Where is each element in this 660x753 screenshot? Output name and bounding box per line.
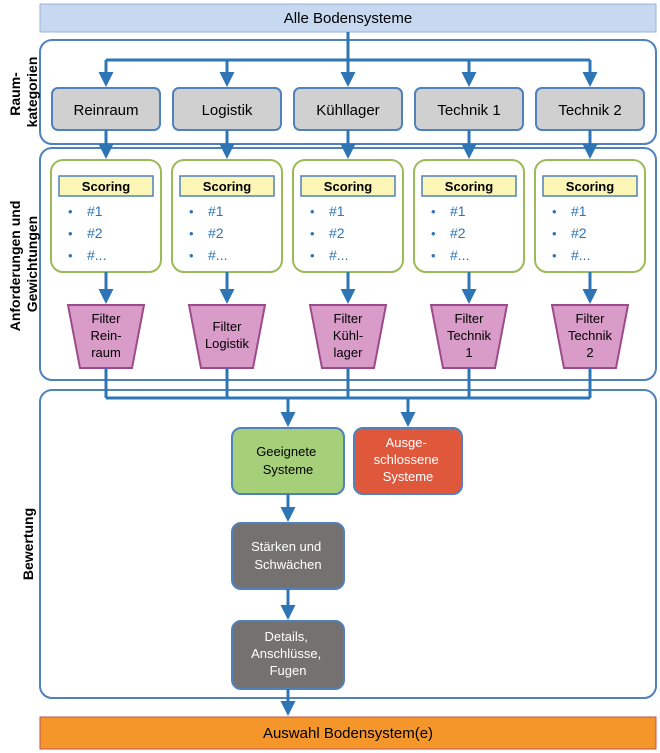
scoring-item: #... bbox=[87, 247, 106, 263]
filter-funnel bbox=[550, 304, 630, 369]
scoring-item: #2 bbox=[87, 225, 103, 241]
scoring-item: #1 bbox=[571, 203, 587, 219]
filter-funnel bbox=[187, 304, 267, 369]
auswahl-bar bbox=[39, 716, 657, 750]
bullet-symbol: • bbox=[310, 204, 315, 219]
scoring-label: Scoring bbox=[324, 179, 372, 194]
raumkategorien-label: Raum- kategorien bbox=[7, 57, 40, 128]
category-label: Reinraum bbox=[73, 102, 138, 119]
bullet-symbol: • bbox=[189, 226, 194, 241]
suitable-systems-box bbox=[231, 427, 345, 495]
alle-bodensysteme-bar bbox=[39, 3, 657, 33]
auswahl-label: Auswahl Bodensystem(e) bbox=[263, 725, 433, 742]
filter-funnel bbox=[429, 304, 509, 369]
bullet-symbol: • bbox=[189, 248, 194, 263]
scoring-header bbox=[300, 175, 396, 197]
scoring-label: Scoring bbox=[566, 179, 614, 194]
scoring-header bbox=[58, 175, 154, 197]
scoring-item: #1 bbox=[87, 203, 103, 219]
bullet-symbol: • bbox=[189, 204, 194, 219]
bullet-symbol: • bbox=[552, 248, 557, 263]
alle-bodensysteme-label: Alle Bodensysteme bbox=[284, 10, 412, 27]
filter-funnel bbox=[308, 304, 388, 369]
scoring-item: #2 bbox=[208, 225, 224, 241]
category-label: Technik 1 bbox=[437, 102, 500, 119]
scoring-label: Scoring bbox=[82, 179, 130, 194]
scoring-item: #1 bbox=[208, 203, 224, 219]
excluded-systems-box bbox=[353, 427, 463, 495]
bullet-symbol: • bbox=[310, 226, 315, 241]
staerken-schwaechen-box bbox=[231, 522, 345, 590]
excluded-systems-label: Ausge- schlossene Systeme bbox=[374, 435, 443, 484]
bewertung-label: Bewertung bbox=[20, 508, 36, 580]
scoring-header bbox=[542, 175, 638, 197]
scoring-item: #1 bbox=[329, 203, 345, 219]
details-label: Details, Anschlüsse, Fugen bbox=[251, 629, 325, 678]
bewertung-section bbox=[39, 389, 657, 699]
scoring-item: #... bbox=[329, 247, 348, 263]
category-label: Technik 2 bbox=[558, 102, 621, 119]
scoring-label: Scoring bbox=[203, 179, 251, 194]
filter-funnel bbox=[66, 304, 146, 369]
bullet-symbol: • bbox=[431, 204, 436, 219]
scoring-item: #2 bbox=[571, 225, 587, 241]
scoring-item: #2 bbox=[329, 225, 345, 241]
scoring-header bbox=[179, 175, 275, 197]
scoring-item: #2 bbox=[450, 225, 466, 241]
scoring-item: #... bbox=[571, 247, 590, 263]
bullet-symbol: • bbox=[68, 204, 73, 219]
scoring-item: #1 bbox=[450, 203, 466, 219]
bullet-symbol: • bbox=[431, 226, 436, 241]
bullet-symbol: • bbox=[68, 226, 73, 241]
category-label: Logistik bbox=[202, 102, 253, 119]
scoring-header bbox=[421, 175, 517, 197]
staerken-schwaechen-label: Stärken und Schwächen bbox=[251, 539, 325, 572]
bullet-symbol: • bbox=[68, 248, 73, 263]
bullet-symbol: • bbox=[310, 248, 315, 263]
bullet-symbol: • bbox=[431, 248, 436, 263]
anforderungen-label: Anforderungen und Gewichtungen bbox=[7, 197, 40, 332]
suitable-systems-label: Geeignete Systeme bbox=[256, 444, 320, 477]
scoring-item: #... bbox=[208, 247, 227, 263]
category-label: Kühllager bbox=[316, 102, 379, 119]
bullet-symbol: • bbox=[552, 226, 557, 241]
scoring-label: Scoring bbox=[445, 179, 493, 194]
bullet-symbol: • bbox=[552, 204, 557, 219]
scoring-item: #... bbox=[450, 247, 469, 263]
